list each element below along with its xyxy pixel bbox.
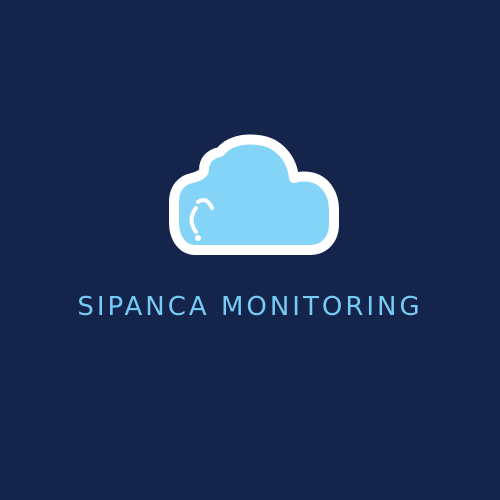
brand-name: SIPANCA MONITORING [77,292,423,322]
cloud-icon [169,134,339,255]
